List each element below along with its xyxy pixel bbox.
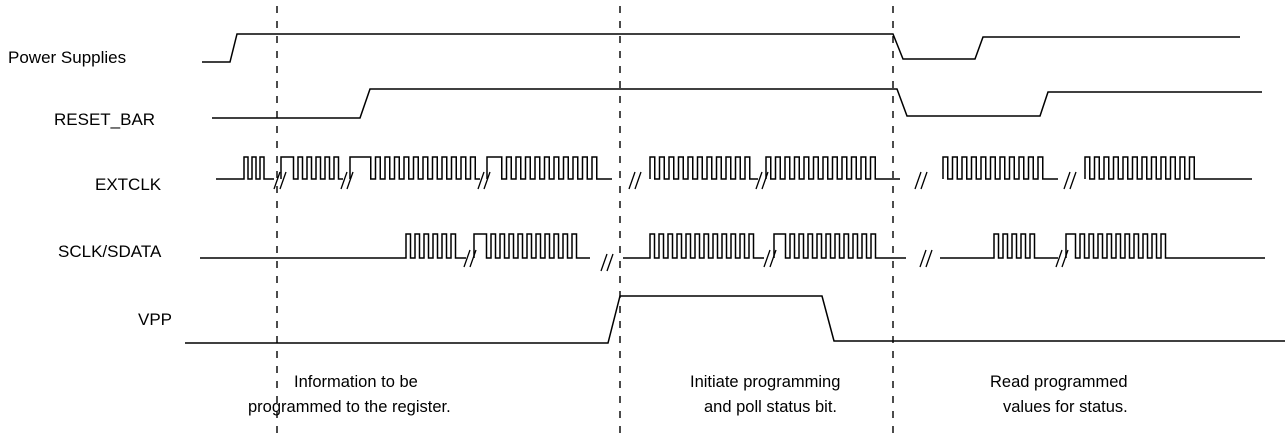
phase-2-annotation-line1: Initiate programming: [690, 373, 840, 391]
sclk-break-mark-3: [763, 249, 777, 268]
vpp-waveform: [185, 295, 1285, 344]
reset-bar-waveform: [212, 88, 1262, 119]
phase-3-annotation-line1: Read programmed: [990, 373, 1128, 391]
extclk-pulse-train-line: [216, 156, 1252, 180]
phase-1-annotation-line1: Information to be: [294, 373, 418, 391]
signal-label-sclk-sdata: SCLK/SDATA: [58, 242, 162, 261]
signal-label-extclk: EXTCLK: [95, 175, 162, 194]
sclk-sdata-waveform: [200, 233, 1265, 272]
signal-label-vpp: VPP: [138, 310, 172, 329]
extclk-break-mark-1: [273, 171, 287, 190]
extclk-break-mark-6: [914, 171, 928, 190]
phase-1-annotation-line2: programmed to the register.: [248, 398, 451, 416]
phase-2-annotation-line2: and poll status bit.: [704, 398, 837, 416]
extclk-break-mark-2: [340, 171, 354, 190]
extclk-break-mark-7: [1063, 171, 1077, 190]
signal-label-reset-bar: RESET_BAR: [54, 110, 155, 129]
sclk-break-mark-2: [600, 253, 614, 272]
phase-3-annotation-line2: values for status.: [1003, 398, 1128, 416]
power-supplies-waveform: [202, 33, 1240, 63]
extclk-waveform: [216, 156, 1252, 190]
sclk-pulse-train-line: [200, 233, 1265, 259]
sclk-break-mark-4: [919, 249, 933, 268]
extclk-break-mark-3: [477, 171, 491, 190]
phase-dividers: [276, 6, 894, 436]
extclk-break-mark-4: [628, 171, 642, 190]
extclk-break-mark-5: [755, 171, 769, 190]
sclk-break-mark-1: [463, 249, 477, 268]
signal-label-power-supplies: Power Supplies: [8, 48, 126, 67]
sclk-break-mark-5: [1055, 249, 1069, 268]
